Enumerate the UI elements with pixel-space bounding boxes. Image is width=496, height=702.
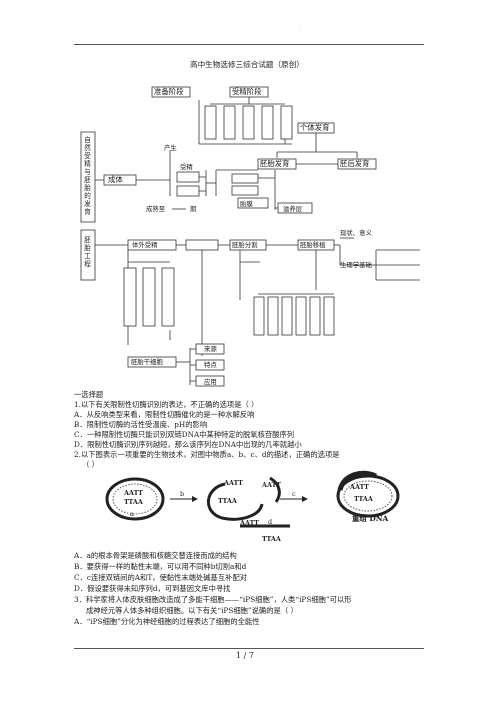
fig-aatt-d: AATT [240, 519, 259, 527]
footer-rule [74, 648, 424, 649]
fig-aatt-end: AATT [262, 481, 281, 489]
stage-fert: 受精阶段 [232, 87, 262, 96]
embryo-dev: 胚胎发育 [260, 159, 290, 168]
fig-aatt-cut: AATT [224, 479, 243, 487]
adult-label: 成体 [108, 175, 123, 184]
fig-ttaa-r: TTAA [354, 495, 373, 503]
q2-option-b: B．要获得一样的黏性末端，可以用不同种b切割a和d [74, 562, 247, 571]
page-title: 高中生物选修三综合试题（原创） [190, 60, 304, 69]
q2-option-c: C．c连接双链间的A和T，使黏性末端处碱基互补配对 [74, 573, 248, 582]
q2-option-a: A．a的根本骨架是磷酸和核糖交替连接而成的结构 [74, 551, 237, 560]
left-label-natural: 自然受精与胚胎的发育 [84, 136, 91, 216]
left-label-engineering: 胚胎工程 [84, 236, 91, 268]
fig-label-a: a [130, 510, 134, 518]
es-cell-label: 胚胎干细胞 [131, 358, 163, 366]
fig-label-d: d [268, 518, 273, 526]
fig-aatt-a: AATT [124, 489, 143, 497]
embryo-transfer-label: 胚胎移植 [300, 241, 326, 249]
q2-paren: （ ） [82, 460, 99, 469]
page-dot: . [300, 24, 302, 30]
q3-stem-cont: 成神经元等人体多种组织细胞。以下有关“iPS细胞”说确的是（ ） [86, 606, 298, 615]
q3-option-a: A．“iPS细胞”分化为神经细胞的过程表达了细胞的全能性 [74, 617, 260, 626]
feature-label: 特点 [204, 361, 217, 369]
q2-stem: 2.以下图表示一项重要的生物技术，对图中物质a、b、c、d的描述，正确的选项是 [74, 450, 340, 459]
page-footer: 1 / 7 [236, 651, 254, 660]
fertilize-label: 受精 [180, 163, 193, 171]
fig-ttaa-a: TTAA [124, 498, 143, 506]
status-label: 现状、意义 [340, 229, 372, 237]
fig-aatt-r: AATT [350, 483, 369, 491]
q1-option-c: C．一种限制性切酶只能识别双链DNA中某种特定的脱氧核苷酸序列 [74, 430, 295, 439]
period-label: 期 [190, 205, 197, 213]
q3-stem: 3．科学家将人体皮肤细胞改造成了多能干细胞——“iPS细胞”，人类“iPS细胞”… [74, 595, 352, 604]
source-label: 来源 [204, 345, 217, 353]
q1-option-d: D．限制性切酶识别序列越短，那么该序列在DNA中出现的几率就越小 [74, 440, 302, 449]
fig-ttaa-cut: TTAA [218, 497, 237, 505]
dna-figure-drawing [105, 470, 400, 528]
q1-stem: 1.以下有关限制性切酶识别的表达，不正确的选项是（ ） [74, 400, 259, 409]
postembryo-dev: 胚后发育 [340, 159, 370, 168]
produce-label: 产生 [164, 144, 177, 152]
fig-label-b: b [180, 490, 185, 498]
individual-dev: 个体发育 [300, 123, 330, 132]
physio-basis-label: 生理学基础 [340, 261, 372, 269]
section-heading: 一选择题 [74, 390, 104, 399]
embryo-split-label: 胚胎分割 [232, 241, 258, 249]
concept-map-lines [80, 86, 420, 387]
header-rule [74, 44, 424, 45]
fig-label-c: c [292, 490, 296, 498]
application-label: 应用 [204, 378, 217, 386]
ivf-label: 体外受精 [132, 241, 158, 249]
q1-option-a: A．从反响类型来看，限制性切酶催化的是一种水解反响 [74, 410, 255, 419]
mature-label: 成熟至 [146, 205, 166, 213]
fig-recomb-label: 重组 DNA [352, 514, 389, 523]
q1-option-b: B．限制性切酶的活性受温度、pH的影响 [74, 420, 208, 429]
trophoblast-label: 滋养层 [283, 205, 303, 213]
q2-option-d: D．假设要获得未知序列d，可到基因文库中寻找 [74, 584, 231, 593]
fig-ttaa-d: TTAA [262, 535, 281, 543]
placenta-label: 胎膜 [240, 200, 253, 208]
stage-prep: 准备阶段 [154, 87, 184, 96]
